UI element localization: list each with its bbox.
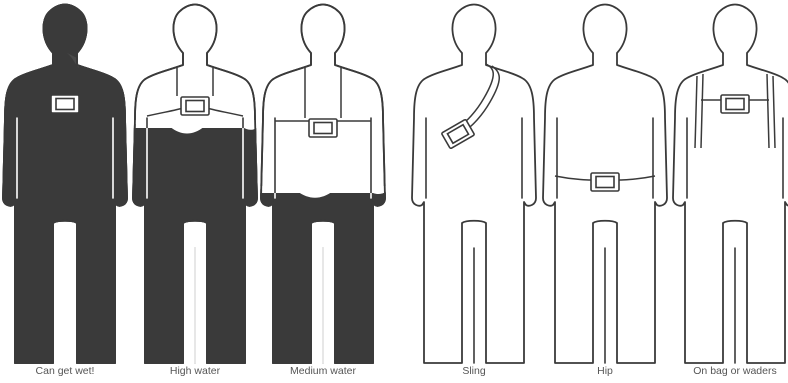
- caption-high-water: High water: [130, 365, 260, 377]
- caption-can-get-wet: Can get wet!: [0, 365, 130, 377]
- camera-icon: [51, 95, 79, 113]
- figure-4: [412, 5, 536, 364]
- caption-on-bag-or-waders: On bag or waders: [670, 365, 788, 377]
- body-outline: [673, 5, 788, 364]
- figure-2: [131, 5, 259, 364]
- figure-6: [673, 5, 788, 364]
- camera-icon: [721, 95, 749, 113]
- figure-1: [3, 5, 127, 364]
- figure-3: [259, 5, 387, 364]
- caption-hip: Hip: [540, 365, 670, 377]
- camera-icon: [309, 119, 337, 137]
- camera-icon: [591, 173, 619, 191]
- caption-medium-water: Medium water: [258, 365, 388, 377]
- caption-sling: Sling: [409, 365, 539, 377]
- camera-icon: [181, 97, 209, 115]
- figure-5: [543, 5, 667, 364]
